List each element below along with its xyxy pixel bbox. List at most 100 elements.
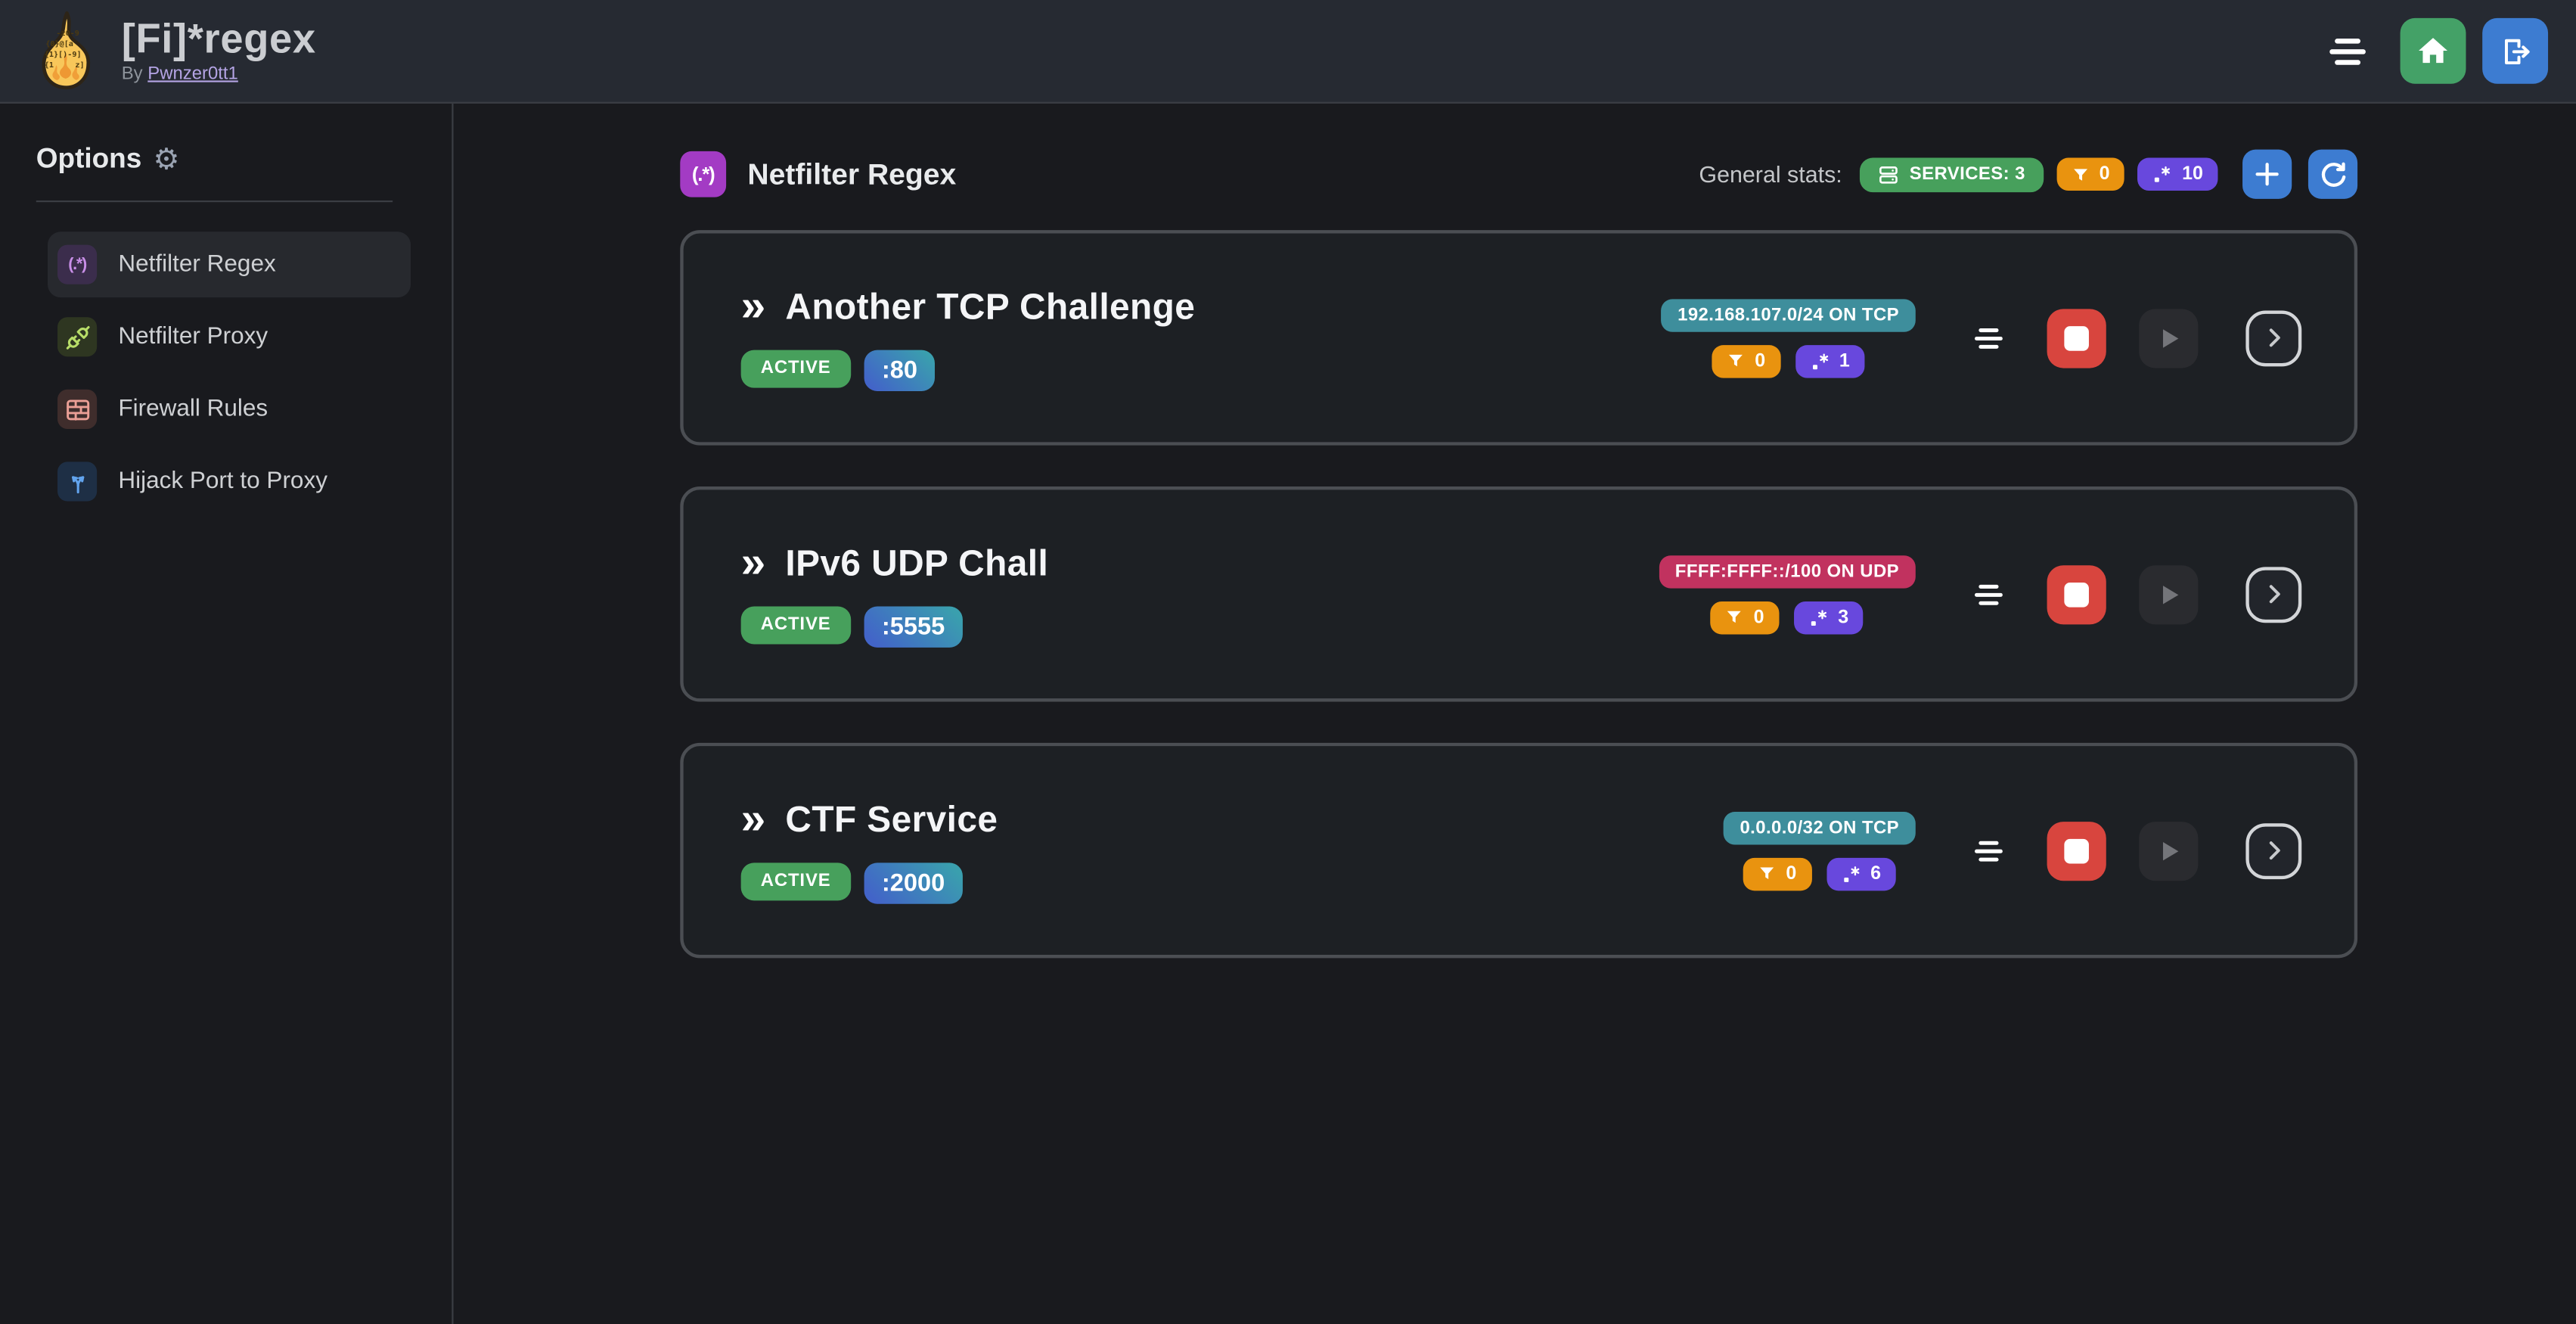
filters-count-badge: 0 [1711,600,1780,634]
stop-square-icon [2063,581,2090,608]
stop-service-button[interactable] [2047,821,2106,881]
service-name: Another TCP Challenge [785,284,1196,327]
stop-square-icon [2063,325,2090,351]
funnel-icon [1758,865,1776,883]
regex-glyph-icon [1810,351,1830,371]
regexes-count-badge: 6 [1826,856,1896,890]
chevrons-right-icon: » [740,794,766,844]
service-mini-stats: 0 [1712,344,1865,378]
service-card: » CTF Service ACTIVE :2000 0.0.0.0/32 ON… [680,742,2358,959]
logout-door-icon [2498,34,2533,69]
gear-icon: ⚙ [153,142,180,176]
chevrons-right-icon: » [740,538,766,588]
regex-glyph-icon [1841,863,1861,883]
regex-glyph-icon [1808,608,1828,627]
stop-service-button[interactable] [2047,564,2106,624]
svg-text:-z0-9: -z0-9 [56,30,79,38]
sidebar-item-hijack-port[interactable]: Hijack Port to Proxy [48,449,411,514]
status-badge: ACTIVE [740,605,851,644]
sidebar-item-firewall-rules[interactable]: Firewall Rules [48,376,411,442]
chevrons-right-icon: » [740,281,766,331]
author-link[interactable]: Pwnzer0tt1 [147,64,238,85]
expand-service-button[interactable] [2245,566,2302,623]
expand-service-button[interactable] [2245,309,2302,366]
service-info: » IPv6 UDP Chall ACTIVE :5555 [740,538,1049,647]
service-badges: ACTIVE :2000 [740,862,998,903]
services-count-text: SERVICES: 3 [1909,164,2025,185]
filters-total-badge: 0 [2056,157,2125,191]
start-service-button[interactable] [2139,308,2199,368]
regexes-count-badge: 3 [1793,600,1864,634]
regexes-count-text: 1 [1839,350,1850,371]
service-badges: ACTIVE :80 [740,349,1196,390]
sidebar-item-label: Hijack Port to Proxy [118,468,327,495]
svg-text:{1: {1 [45,61,54,70]
home-button[interactable] [2400,17,2466,84]
filters-count-text: 0 [1755,350,1766,371]
sidebar-item-label: Firewall Rules [118,396,268,423]
section-title: Netfilter Regex [747,157,957,190]
expand-service-button[interactable] [2245,822,2302,879]
service-name: IPv6 UDP Chall [785,541,1049,583]
sidebar-title: Options [36,142,142,175]
start-service-button[interactable] [2139,821,2199,881]
play-triangle-icon [2154,580,2183,609]
sidebar-nav: (.*) Netfilter Regex Netfilter Proxy [47,232,411,514]
port-badge: :5555 [864,605,964,647]
sidebar-item-netfilter-regex[interactable]: (.*) Netfilter Regex [47,232,411,298]
logout-button[interactable] [2482,17,2549,84]
app-header: -z0-9 {0}@[a {1}[)-9] {1 z] [Fi]*regex B… [0,0,2576,104]
service-stats: 0.0.0.0/32 ON TCP 0 [1723,810,1916,890]
sidebar-divider [36,200,393,203]
status-badge: ACTIVE [740,862,851,900]
byline-label: By [121,64,143,85]
refresh-button[interactable] [2308,149,2358,199]
start-service-button[interactable] [2139,564,2199,624]
cidr-badge: FFFF:FFFF::/100 ON UDP [1659,555,1916,588]
sidebar: Options ⚙ (.*) Netfilter Regex [0,103,454,1324]
filters-count-text: 0 [1786,863,1797,884]
content-area: Options ⚙ (.*) Netfilter Regex [0,103,2576,1324]
reorder-handle-icon[interactable] [1974,326,2003,349]
sidebar-item-label: Netfilter Regex [118,251,276,278]
service-title-row: » Another TCP Challenge [740,281,1196,331]
filters-count-badge: 0 [1743,856,1811,890]
header-actions [2329,17,2549,84]
play-triangle-icon [2154,836,2183,866]
reorder-handle-icon[interactable] [1974,583,2003,605]
stop-service-button[interactable] [2047,308,2106,368]
svg-text:z]: z] [75,61,84,70]
server-icon [1879,163,1900,185]
stop-square-icon [2063,838,2090,864]
reorder-handle-icon[interactable] [1974,839,2003,862]
service-name: CTF Service [785,797,998,839]
flame-regex-logo: -z0-9 {0}@[a {1}[)-9] {1 z] [28,10,104,92]
sidebar-item-label: Netfilter Proxy [118,323,268,350]
add-service-button[interactable] [2242,149,2292,199]
services-count-badge: SERVICES: 3 [1860,157,2044,192]
lines-menu-icon[interactable] [2329,37,2366,65]
service-mini-stats: 0 [1743,856,1896,890]
sidebar-item-netfilter-proxy[interactable]: Netfilter Proxy [48,304,411,370]
regexes-total-text: 10 [2182,164,2203,185]
service-controls: 192.168.107.0/24 ON TCP 0 [1661,298,2302,378]
service-badges: ACTIVE :5555 [740,605,1049,647]
status-badge: ACTIVE [740,349,851,387]
service-card: » IPv6 UDP Chall ACTIVE :5555 FFFF:FFFF:… [680,486,2358,702]
main-panel: (.*) Netfilter Regex General stats: SERV… [454,104,2576,1324]
regex-glyph-icon [2152,164,2172,184]
plug-connected-icon [57,317,98,357]
brick-wall-icon [57,389,98,429]
svg-text:{1}[)-9]: {1}[)-9] [45,51,82,59]
service-title-row: » IPv6 UDP Chall [740,538,1049,588]
regexes-total-badge: 10 [2137,157,2218,191]
service-mini-stats: 0 [1711,600,1864,634]
port-badge: :2000 [864,862,964,903]
service-card: » Another TCP Challenge ACTIVE :80 192.1… [680,230,2358,446]
service-stats: 192.168.107.0/24 ON TCP 0 [1661,298,1916,378]
service-title-row: » CTF Service [740,794,998,844]
byline: By Pwnzer0tt1 [122,64,316,84]
filters-count-badge: 0 [1712,344,1780,378]
home-icon [2416,35,2449,67]
